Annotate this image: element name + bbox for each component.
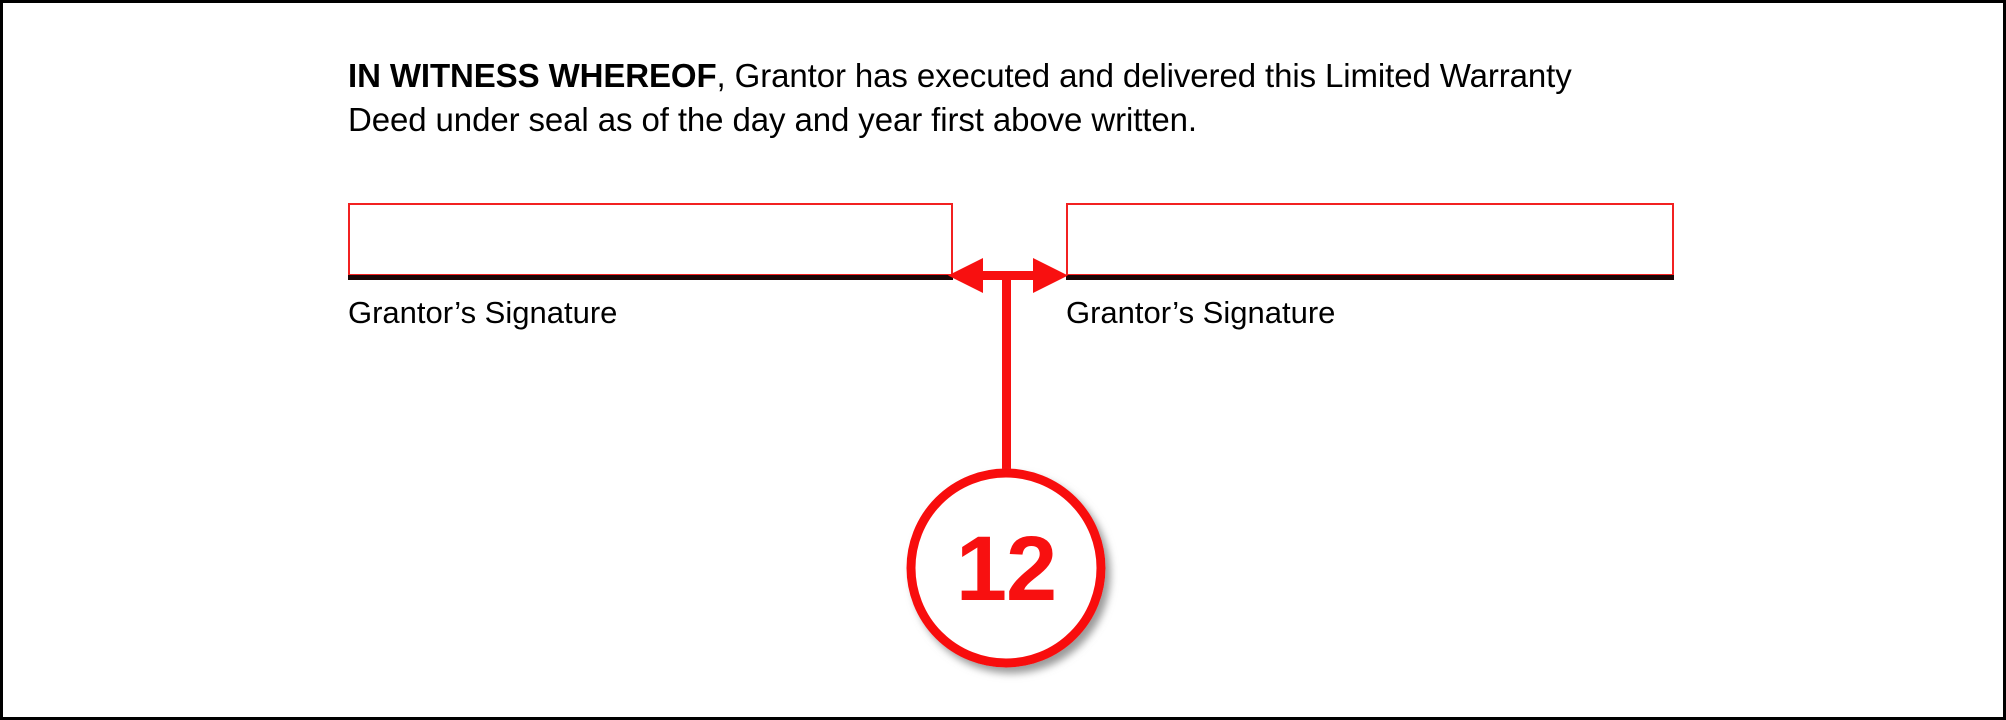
double-headed-arrow-icon (948, 258, 1068, 293)
signature-line-left (348, 275, 953, 280)
signature-highlight-box-right (1066, 203, 1674, 276)
callout-number-label: 12 (955, 517, 1057, 620)
witness-clause-paragraph: IN WITNESS WHEREOF, Grantor has executed… (348, 54, 1648, 142)
witness-clause-body: , Grantor has executed and delivered thi… (348, 57, 1572, 138)
signature-highlight-box-left (348, 203, 953, 276)
callout-leader-line (1002, 275, 1011, 471)
signature-label-left: Grantor’s Signature (348, 295, 618, 330)
signature-label-right: Grantor’s Signature (1066, 295, 1336, 330)
signature-line-right (1066, 275, 1674, 280)
witness-clause-lead: IN WITNESS WHEREOF (348, 57, 717, 94)
callout-circle (906, 468, 1106, 668)
